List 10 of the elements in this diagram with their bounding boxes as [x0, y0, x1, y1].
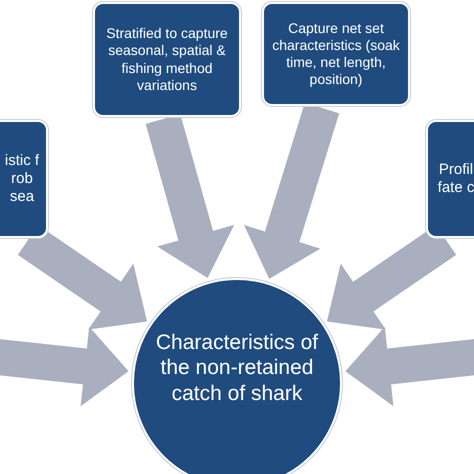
node-text: Stratified to capture seasonal, spatial & fishing method variations [105, 25, 229, 94]
block-arrow [0, 326, 129, 406]
info-box [0, 120, 48, 238]
info-box [262, 2, 410, 106]
node-text: Characteristics of the non-retained catch of shark [154, 330, 320, 406]
info-box [93, 2, 241, 117]
node-text: istic f rob sea [4, 152, 40, 206]
block-arrow [345, 326, 474, 406]
node-text: Profil fate c [436, 160, 474, 198]
node-text: Capture net set characteristics (soak time, net length, position) [271, 20, 401, 88]
